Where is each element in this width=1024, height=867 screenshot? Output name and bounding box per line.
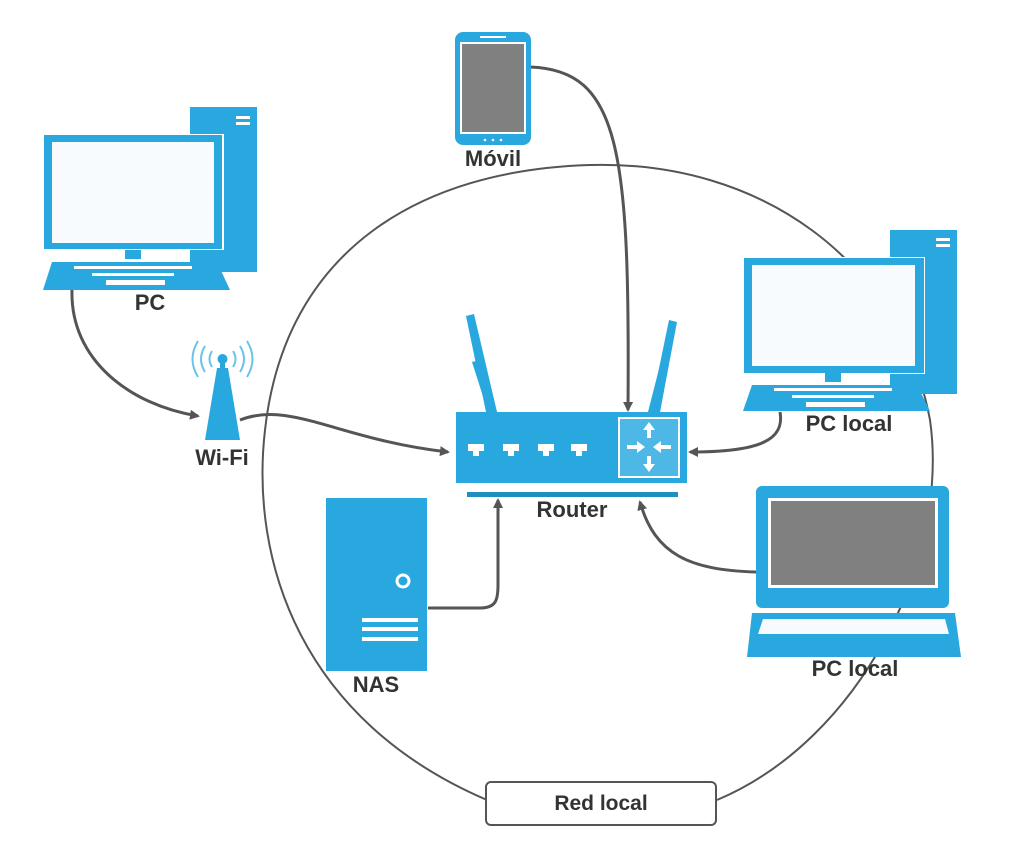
mobile-phone-icon [455,32,531,145]
edge-movil-router [529,65,634,412]
node-pc[interactable]: PC [43,107,257,315]
nas-label: NAS [353,672,399,697]
node-movil[interactable]: Móvil [455,32,531,171]
edge-wifi-router [239,412,450,457]
node-router[interactable]: Router [456,314,687,522]
wifi-antenna-icon [191,340,254,440]
pc-local-laptop-label: PC local [812,656,899,681]
edge-pclocal-laptop-router [637,500,757,574]
node-nas[interactable]: NAS [326,498,427,697]
movil-label: Móvil [465,146,521,171]
node-wifi[interactable]: Wi-Fi [191,340,254,470]
local-network-label: Red local [485,781,717,826]
node-pc-local-desktop[interactable]: PC local [743,230,957,436]
router-icon [456,314,687,497]
edge-nas-router [428,498,503,610]
desktop-computer-icon [43,107,257,290]
pc-label: PC [135,290,166,315]
nas-server-icon [326,498,427,671]
node-pc-local-laptop[interactable]: PC local [747,486,961,681]
wifi-label: Wi-Fi [195,445,249,470]
edge-pc-wifi [70,289,200,420]
pc-local-desktop-label: PC local [806,411,893,436]
laptop-icon [747,486,961,657]
router-label: Router [537,497,608,522]
local-network-label-text: Red local [554,791,648,815]
edge-pclocal-desktop-router [688,411,783,457]
desktop-computer-icon [743,230,957,411]
